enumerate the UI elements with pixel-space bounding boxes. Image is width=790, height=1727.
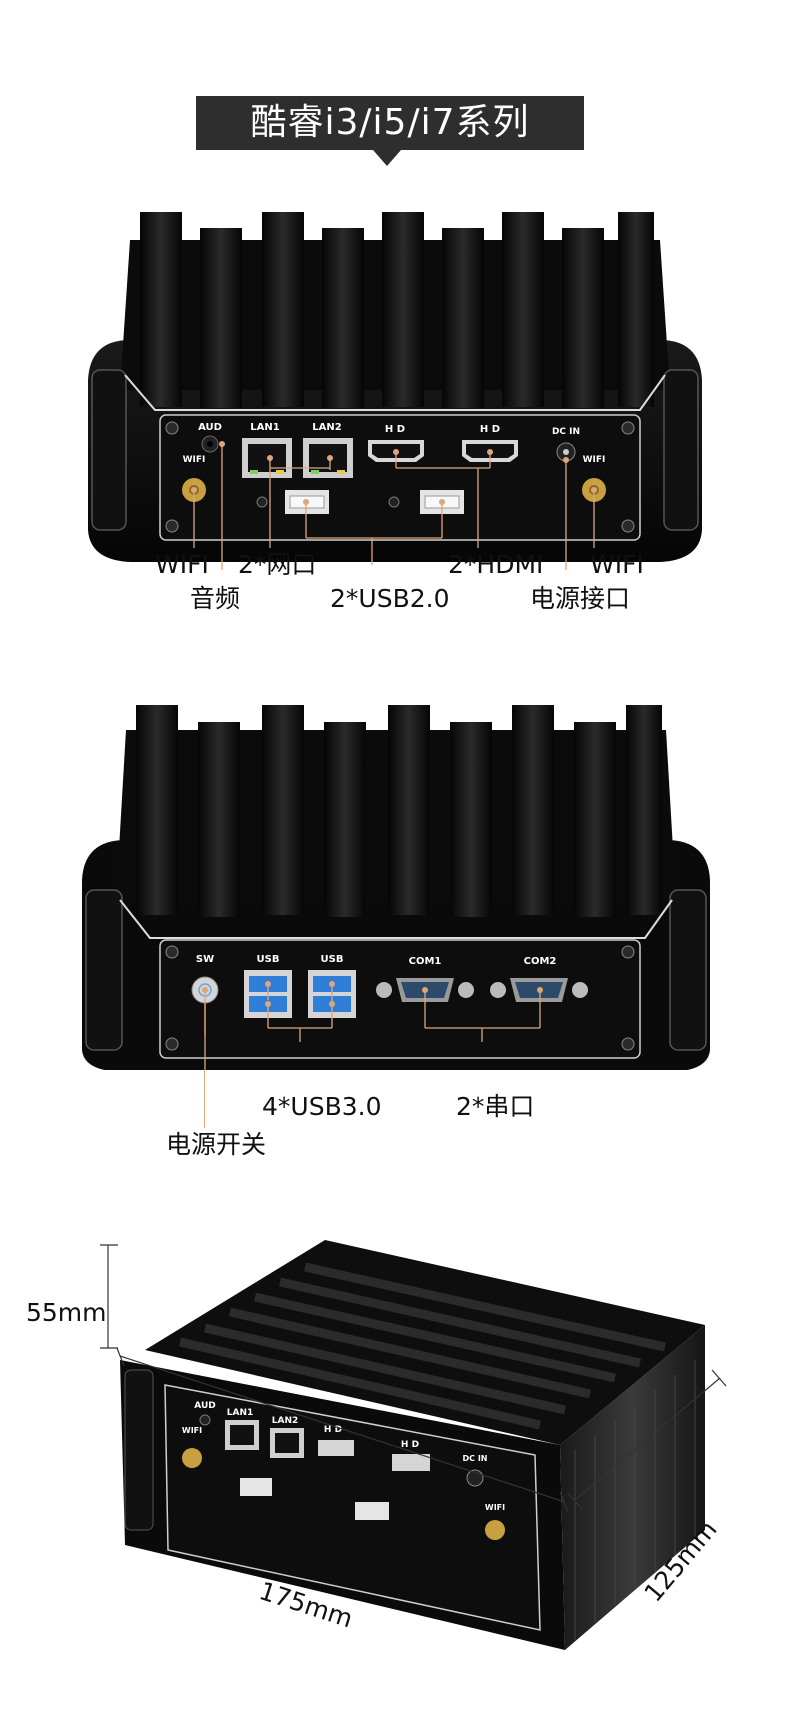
callout-audio: 音频 [190, 584, 241, 613]
device-rear-view: SW USB USB COM1 COM2 [82, 705, 710, 1070]
heatsink-fins-top [178, 1262, 666, 1430]
p-wifi-left-label: WIFI [182, 1426, 202, 1435]
p-usb2-1 [240, 1478, 272, 1496]
lan2-label: LAN2 [312, 422, 341, 433]
callout-wifi-left: WIFI [155, 550, 209, 579]
usb-label-2: USB [321, 954, 344, 965]
p-hd1-label: H D [324, 1425, 342, 1435]
dim-height: 55mm [26, 1298, 107, 1327]
p-lan1-label: LAN1 [227, 1408, 254, 1418]
dcin-label: DC IN [552, 427, 580, 437]
com1-label: COM1 [409, 956, 442, 967]
lan-port-1 [242, 438, 292, 478]
p-dcin-label: DC IN [463, 1454, 488, 1463]
page-title: 酷睿i3/i5/i7系列 [250, 102, 530, 143]
usb-label-1: USB [257, 954, 280, 965]
heatsink-fins-rear [136, 705, 662, 917]
p-aud-label: AUD [194, 1401, 215, 1411]
callout-usb2: 2*USB2.0 [330, 584, 450, 613]
p-hdmi-1 [318, 1440, 354, 1456]
title-banner: 酷睿i3/i5/i7系列 [196, 96, 584, 150]
p-wifi-antenna-left [182, 1448, 202, 1468]
com2-label: COM2 [524, 956, 557, 967]
aud-label: AUD [198, 422, 222, 433]
device-front-view: AUD LAN1 LAN2 H D H D DC IN WIFI WIFI [88, 212, 702, 570]
p-wifi-antenna-right [485, 1520, 505, 1540]
callout-lines [193, 444, 595, 570]
p-wifi-right-label: WIFI [485, 1503, 505, 1512]
hd1-label: H D [385, 424, 405, 435]
usb2-port-2 [420, 490, 464, 514]
hd2-label: H D [480, 424, 500, 435]
wifi-left-label: WIFI [183, 455, 206, 465]
callout-serial: 2*串口 [456, 1092, 535, 1121]
audio-jack [201, 435, 219, 453]
p-usb2-2 [355, 1502, 389, 1520]
lan1-label: LAN1 [250, 422, 279, 433]
device-perspective-view: AUD LAN1 LAN2 H D H D DC IN WIFI WIFI [100, 1240, 727, 1650]
dimension-lines [100, 1244, 727, 1513]
callout-lan: 2*网口 [238, 550, 317, 579]
sw-label: SW [196, 954, 214, 965]
callout-usb3: 4*USB3.0 [262, 1092, 382, 1121]
callout-power: 电源接口 [530, 584, 631, 613]
heatsink-fins [140, 212, 654, 408]
p-hdmi-2 [392, 1454, 430, 1471]
wifi-right-label: WIFI [583, 455, 606, 465]
p-hd2-label: H D [401, 1440, 419, 1450]
callout-hdmi: 2*HDMI [448, 550, 544, 579]
title-pointer [373, 150, 401, 166]
lan-port-2 [303, 438, 353, 478]
callout-wifi-right: WIFI [590, 550, 644, 579]
callout-power-switch: 电源开关 [166, 1130, 267, 1159]
rear-io-panel [159, 939, 641, 1059]
p-lan2-label: LAN2 [272, 1416, 299, 1426]
